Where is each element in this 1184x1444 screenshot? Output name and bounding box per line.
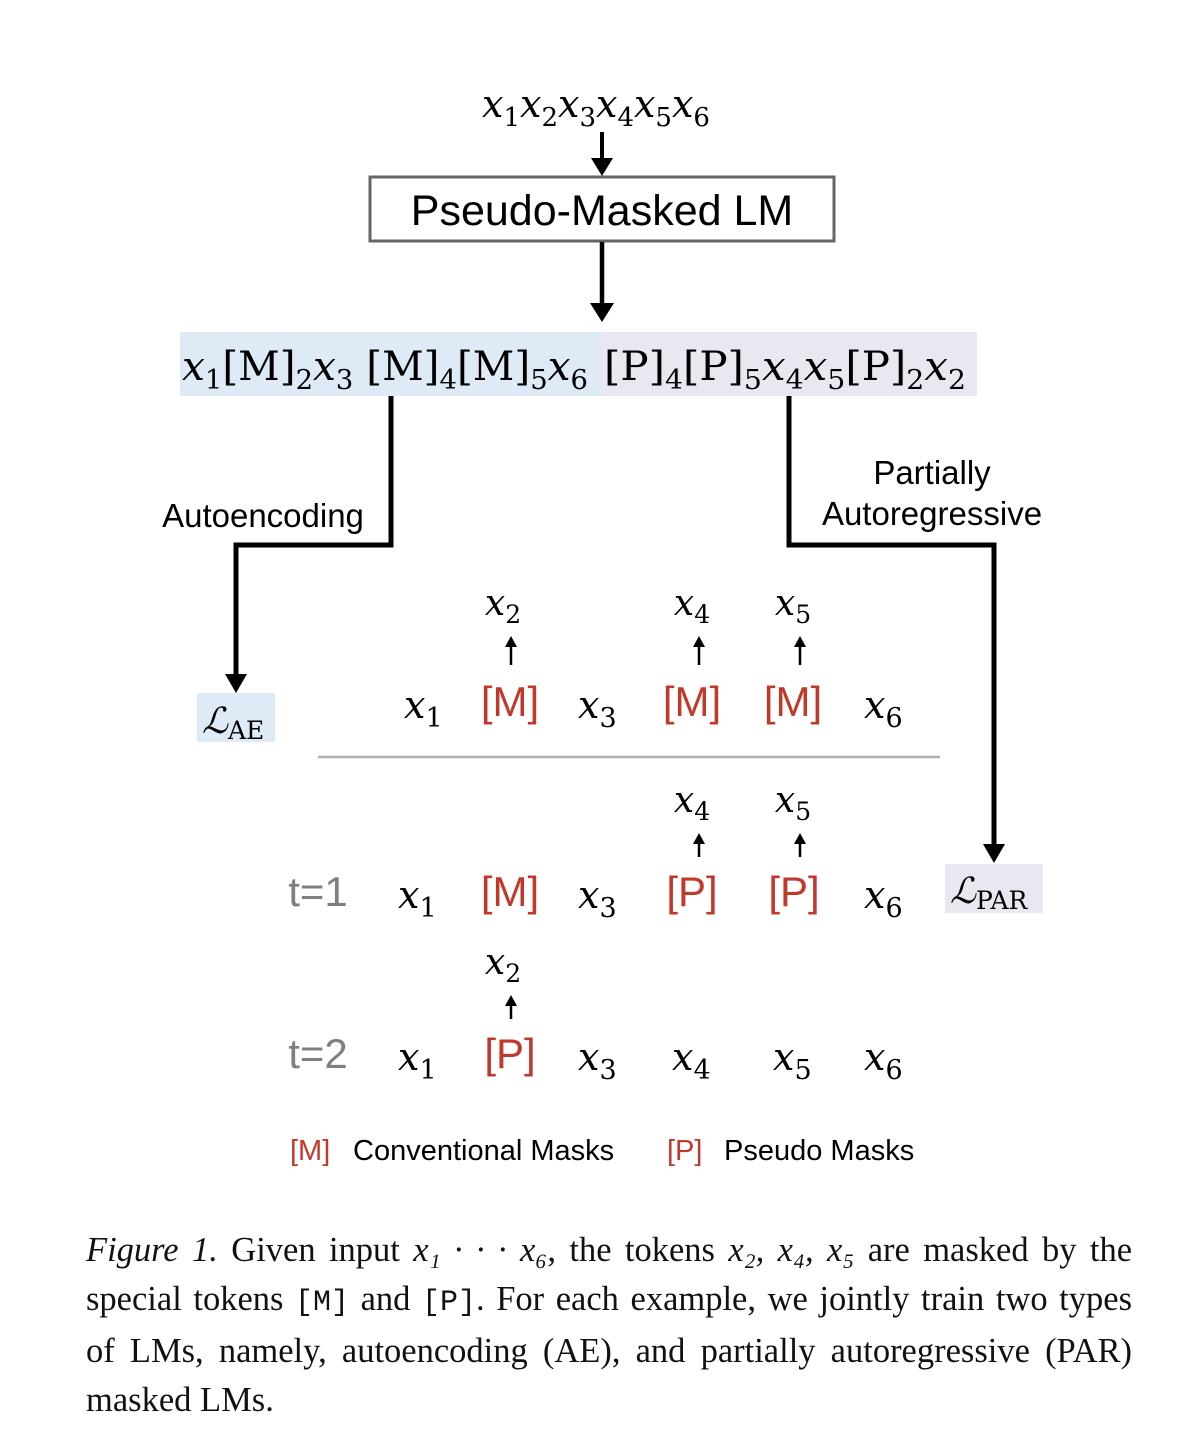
caption-text: and — [349, 1279, 423, 1318]
t1-token: x3 — [578, 873, 617, 924]
caption-math: x₂, x₄, x₅ — [728, 1231, 855, 1269]
t1-token-mask: [M] — [481, 868, 539, 915]
t2-step-label: t=2 — [288, 1030, 348, 1077]
t1-token: x1 — [398, 873, 437, 924]
loss-par: ℒPAR — [950, 871, 1029, 915]
model-box — [368, 175, 836, 243]
t1-prediction-x5: x5 — [775, 780, 811, 826]
ae-token: x6 — [864, 683, 903, 734]
ae-row: x1 [M] x3 [M] [M] x6 — [404, 678, 903, 734]
t2-token: x5 — [773, 1035, 812, 1086]
arrow-autoencoding-branch — [225, 396, 394, 693]
legend-p-label: Pseudo Masks — [724, 1135, 914, 1167]
t1-predictions: x4 x5 — [674, 780, 811, 826]
t2-token: x3 — [578, 1035, 617, 1086]
sequence-par-background — [601, 332, 977, 396]
caption-text: , the tokens — [547, 1231, 729, 1269]
t2-row: t=2 x1 [P] x3 x4 x5 x6 — [288, 1030, 902, 1086]
t2-token-pseudo-mask: [P] — [484, 1030, 535, 1077]
ae-token: x1 — [404, 683, 443, 734]
loss-ae: ℒAE — [202, 701, 264, 745]
t2-token: x4 — [672, 1035, 711, 1086]
ae-token-mask: [M] — [764, 678, 822, 725]
caption-math: x₁ · · · x₆ — [413, 1231, 548, 1269]
ae-token-mask: [M] — [481, 678, 539, 725]
legend-p-token: [P] — [667, 1135, 702, 1167]
legend-m-token: [M] — [290, 1135, 330, 1167]
caption-text: . For each example, we jointly train two… — [86, 1279, 1132, 1419]
loss-ae-background — [197, 693, 275, 742]
sequence-ae-part: x1[M]2x3 [M]4[M]5x6 — [182, 344, 588, 396]
caption-text: Given input — [217, 1231, 414, 1269]
t2-token: x1 — [398, 1035, 437, 1086]
ae-token-mask: [M] — [663, 678, 721, 725]
t1-step-label: t=1 — [288, 868, 348, 915]
ae-prediction-x4: x4 — [674, 583, 710, 629]
ae-prediction-x2: x2 — [485, 583, 521, 629]
autoencoding-label: Autoencoding — [162, 497, 364, 534]
sequence-ae-background — [180, 332, 601, 396]
ae-prediction-arrows — [505, 636, 806, 665]
arrow-par-branch — [786, 396, 1005, 863]
t1-prediction-arrows — [693, 833, 806, 857]
caption-label: Figure 1. — [86, 1231, 218, 1269]
arrow-input-to-model — [591, 132, 613, 176]
ae-prediction-x5: x5 — [775, 583, 811, 629]
model-box-label: Pseudo-Masked LM — [411, 187, 793, 235]
t1-token-pseudo-mask: [P] — [768, 868, 819, 915]
legend-m-label: Conventional Masks — [353, 1135, 614, 1167]
caption-text: are masked by the special tokens — [86, 1231, 1133, 1318]
t1-prediction-x4: x4 — [674, 780, 710, 826]
loss-par-background — [945, 864, 1043, 913]
ae-token: x3 — [578, 683, 617, 734]
autoregressive-label: Autoregressive — [822, 495, 1042, 532]
input-sequence: x1x2x3x4x5x6 — [482, 82, 710, 133]
sequence-par-part: [P]4[P]5x4x5[P]2x2 — [604, 344, 966, 396]
legend: [M] Conventional Masks [P] Pseudo Masks — [290, 1135, 914, 1167]
t1-row: t=1 x1 [M] x3 [P] [P] x6 — [288, 868, 902, 924]
t2-prediction-x2: x2 — [485, 942, 521, 988]
t1-token: x6 — [864, 873, 903, 924]
t2-token: x6 — [864, 1035, 903, 1086]
figure-caption: Figure 1. Given input x₁ · · · x₆, the t… — [86, 1226, 1132, 1424]
t1-token-pseudo-mask: [P] — [666, 868, 717, 915]
ae-predictions: x2 x4 x5 — [485, 583, 811, 629]
caption-code: [P] — [422, 1285, 477, 1320]
partially-label: Partially — [873, 454, 991, 491]
t2-prediction-arrows — [505, 995, 517, 1019]
caption-code: [M] — [295, 1285, 350, 1320]
arrow-model-to-sequence — [590, 242, 614, 322]
